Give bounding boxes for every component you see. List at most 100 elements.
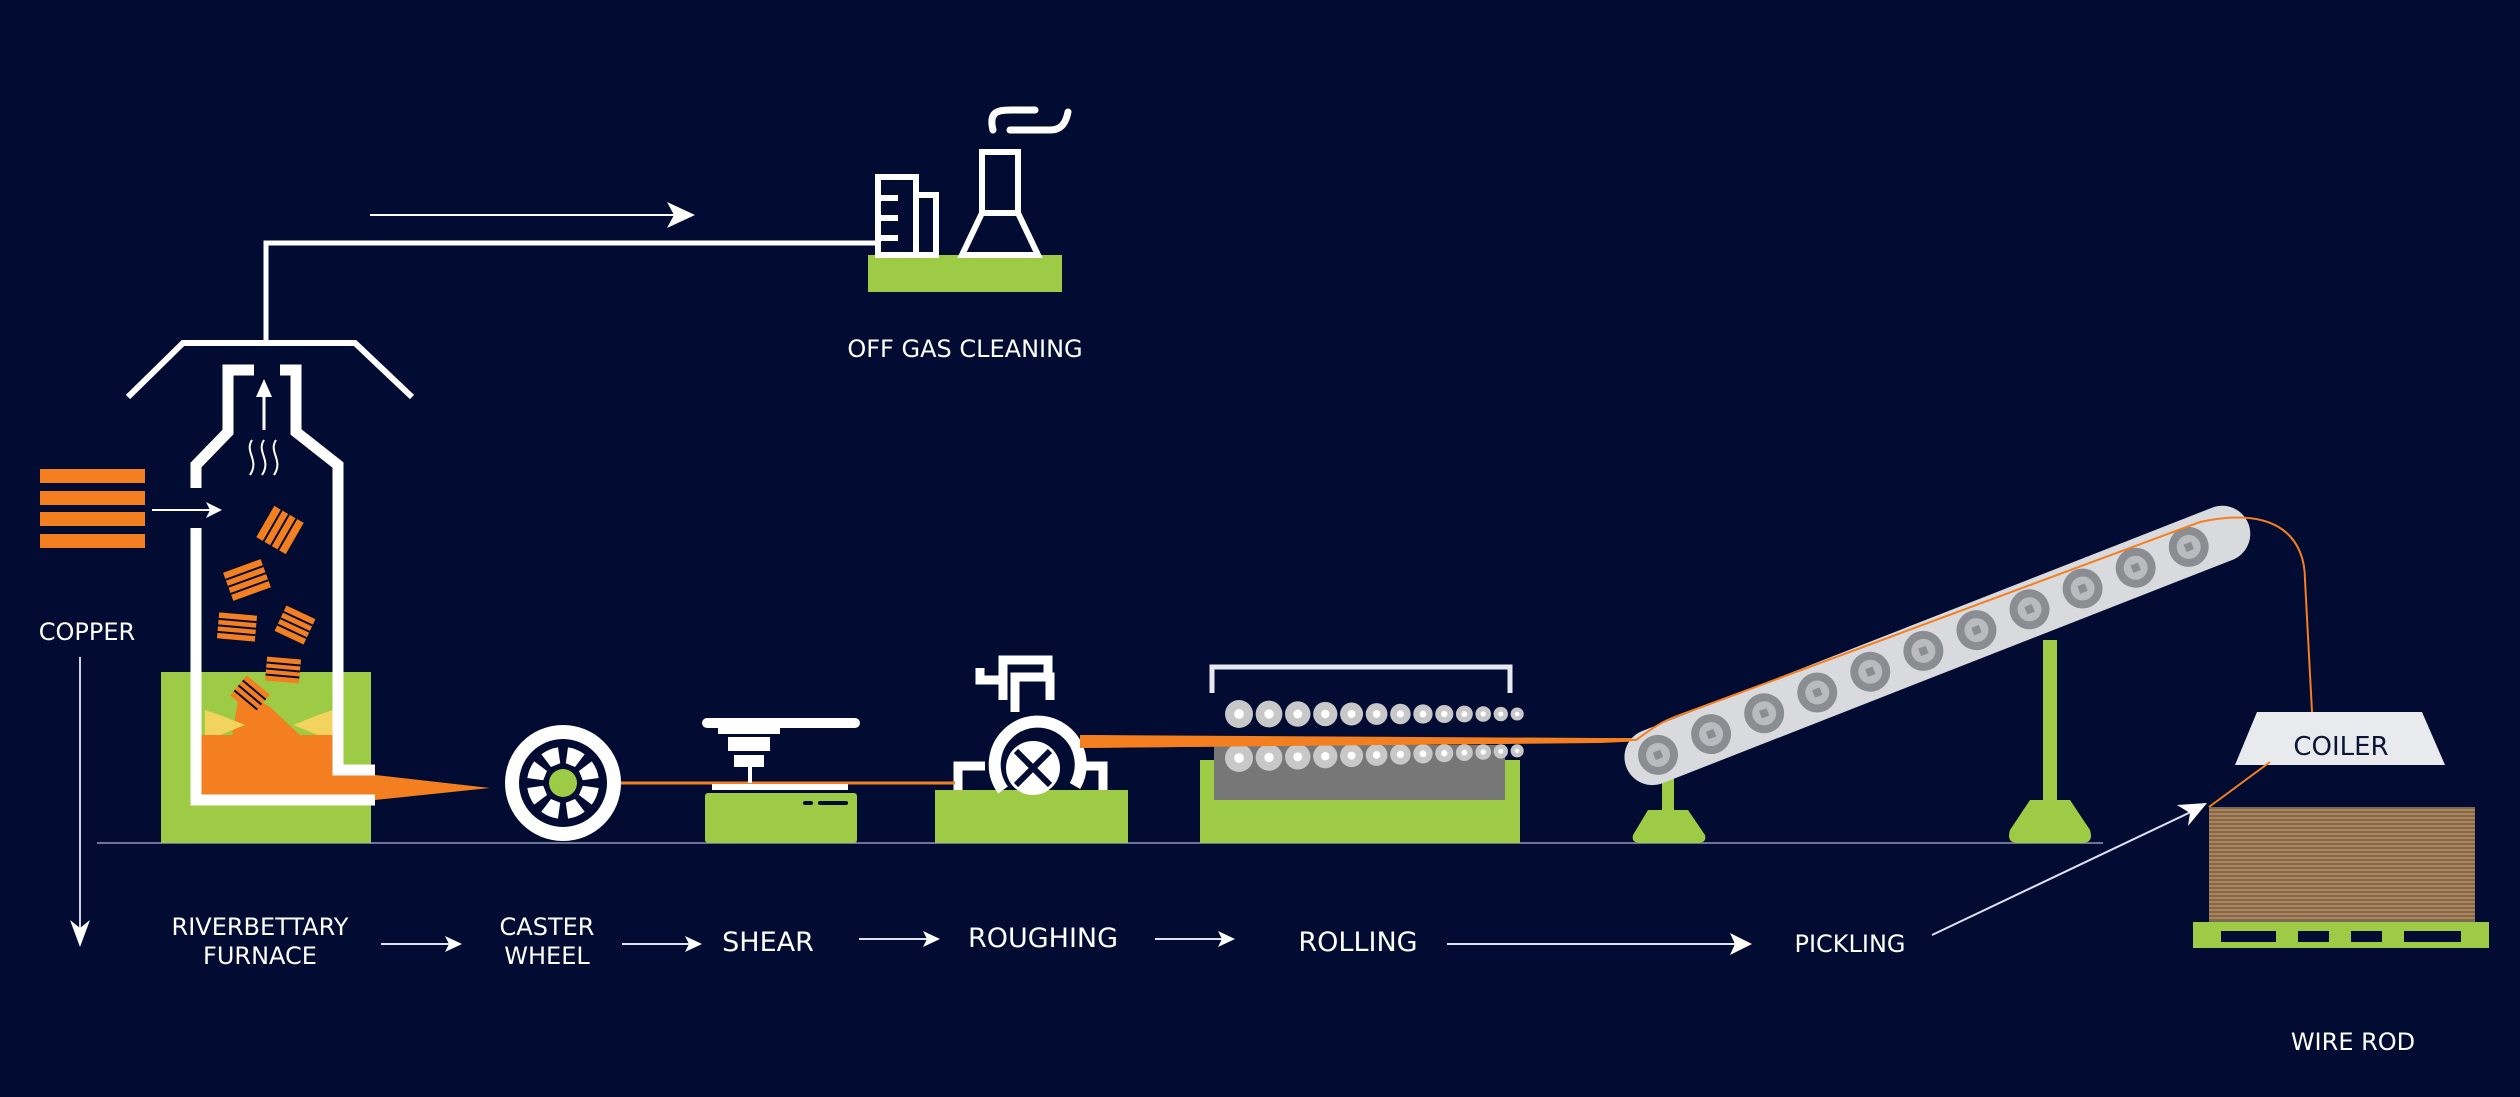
copper-bar [40,469,145,483]
copper-bar [40,491,145,505]
pickling-roller-axle [2183,541,2194,553]
roll-upper-center [1372,710,1381,718]
roll-upper-center [1293,709,1303,719]
roll-lower-center [1498,748,1504,754]
pickling-foot-left [1632,810,1706,843]
step-label-caster-line1: CASTER [500,913,595,941]
step-label-pickling: PICKLING [1794,930,1905,958]
off-gas-route [263,202,875,343]
copper-piece-line [217,624,257,630]
factory-chimney [979,149,1021,216]
flow-arrow-head [445,936,462,952]
copper-piece [230,675,270,715]
roll-lower-center [1480,749,1486,755]
copper-piece-line [270,513,290,547]
roll-lower-center [1372,751,1381,759]
step-label-shear: SHEAR [722,927,814,958]
molten-copper [200,690,490,800]
copper-bar [40,512,145,526]
pickling-roller-axle [2077,583,2088,594]
pickling-roller-axle [1652,749,1664,761]
coiler-icon [2235,712,2445,765]
caster-wheel-segment [541,798,561,819]
shear-base [705,793,857,843]
copper-piece-line [265,667,301,673]
roll-lower-center [1419,750,1427,758]
roll-lower-center [1461,749,1468,756]
roughing-roll-cross [1013,748,1053,788]
roll-lower-center [1441,750,1448,757]
wire-rod-label: WIRE ROD [2291,1028,2415,1056]
smoke-icon [1006,108,1072,134]
pallet-block [2329,922,2351,948]
shear-head [718,718,780,734]
pickling-roller-axle [1918,645,1929,657]
copper-piece-line [217,630,256,637]
pickling-roller-axle [2024,604,2035,615]
flow-arrow-head [1730,933,1752,955]
off-gas-duct [263,240,875,343]
flow-arrow-head [1218,931,1235,947]
rolling-mill-icon [1080,664,1645,843]
roughing-base [935,790,1128,843]
flow-arrows [381,803,2207,955]
factory-base [868,255,1062,292]
copper-piece-line [262,509,283,542]
copper-feed-arrow-head [206,502,222,518]
roughing-pipe [975,668,1003,685]
heat-wave-icon [260,439,267,476]
pickling-rollers [1638,526,2209,775]
roll-upper-center [1396,710,1404,718]
copper-piece-line [265,673,300,679]
pallet-block [2276,922,2298,948]
caster-wheel-segment [541,747,561,768]
copper-piece [256,505,304,555]
coiler-label: COILER [2293,732,2388,762]
shear-bed [712,784,848,790]
off-gas-cleaning-label: OFF GAS CLEANING [847,335,1082,363]
caster-wheel-segment [527,761,548,781]
shear-blade [734,755,764,767]
roll-upper-center [1514,711,1520,717]
caster-wheel-segment [565,747,585,768]
pallet-block [2193,922,2221,948]
roughing-frame-right [1080,761,1108,790]
pickling-roller-axle [1812,687,1823,698]
roll-upper-center [1461,711,1468,717]
shear-base-slot [818,801,848,805]
copper-piece-line [233,689,258,711]
furnace-icon [125,340,490,843]
smoke-icon [988,106,1039,134]
pallet-block [2382,922,2404,948]
copper-piece-line [218,617,257,624]
copper-piece-line [237,684,263,706]
pickling-roller-axle [1865,666,1876,677]
copper-piece [274,605,316,645]
pickling-roller-axle [1705,728,1717,740]
roll-upper-center [1480,711,1486,717]
rolling-rolls [1225,700,1524,772]
factory-icon [868,106,1072,292]
copper-piece-line [242,679,267,701]
copper-piece-line [280,617,310,633]
caster-wheel-segment [578,761,599,781]
wire-rod-stack-icon [2193,807,2489,948]
roll-upper-center [1419,710,1427,718]
copper-bar [40,534,145,548]
caster-wheel-icon [505,725,621,841]
wire-rod-coil [2209,807,2475,922]
pickling-foot-right [2009,800,2091,843]
caster-wheel-segments [527,747,599,819]
step-label-furnace-line2: FURNACE [203,942,317,970]
copper-piece-line [227,572,267,588]
furnace-shell-right [280,364,375,776]
wire-rod-layers [2209,809,2475,919]
flow-arrow-head [923,931,940,947]
roll-lower-center [1321,751,1330,761]
roll-upper-center [1441,710,1448,718]
roll-lower-center [1396,750,1404,758]
furnace-hood [125,340,415,400]
copper-piece-line [277,623,307,640]
step-label-caster-line2: WHEEL [504,942,590,970]
